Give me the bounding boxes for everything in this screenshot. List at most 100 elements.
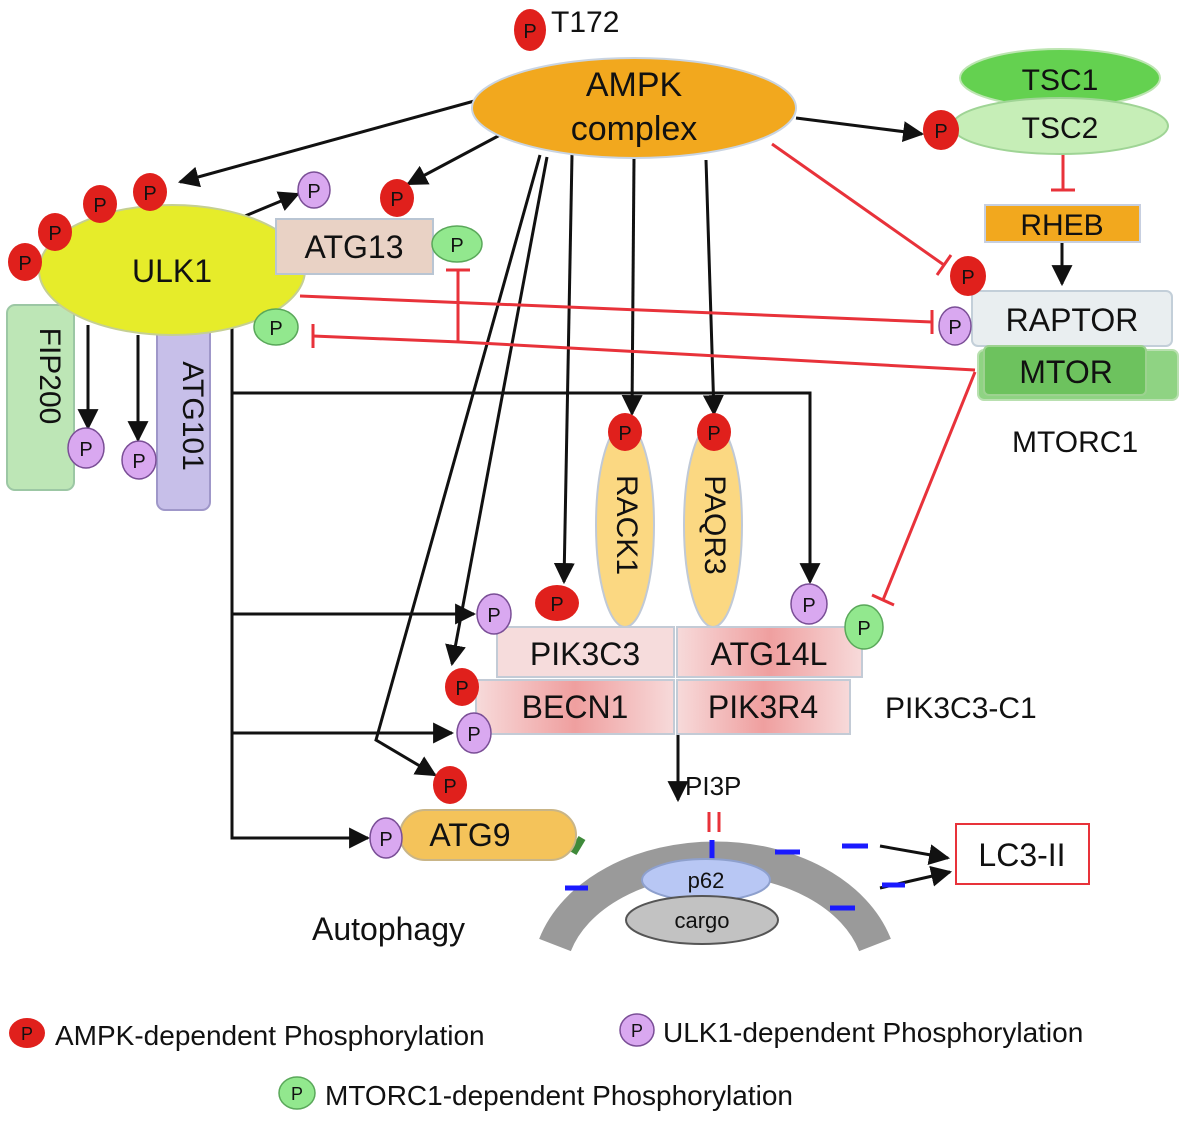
- arrow-ampk-paqr3: [702, 159, 724, 417]
- svg-text:P: P: [487, 605, 500, 627]
- svg-text:P: P: [948, 317, 961, 339]
- svg-text:P: P: [132, 451, 145, 473]
- inhibit-mtor-atg14l: [881, 371, 977, 601]
- svg-text:P: P: [79, 439, 92, 461]
- atg9-ulk1-phospho: P: [369, 817, 403, 859]
- atg101: ATG101: [156, 321, 211, 511]
- svg-text:RHEB: RHEB: [1020, 209, 1103, 242]
- svg-text:ULK1: ULK1: [132, 253, 212, 289]
- atg14l-mtorc1-phospho: P: [844, 604, 884, 650]
- arrow-ampk-pik3c3: [553, 154, 575, 585]
- atg13: ATG13: [275, 218, 434, 275]
- svg-text:ATG9: ATG9: [429, 817, 510, 853]
- t172-label: T172: [551, 6, 619, 39]
- ampk-t172-phospho: P: [514, 9, 546, 51]
- atg14l: [676, 626, 863, 678]
- svg-text:LC3-II: LC3-II: [978, 837, 1065, 873]
- legend-ulk1: P ULK1-dependent Phosphorylation: [619, 1013, 1083, 1048]
- pik3c3-ulk1-phospho: P: [476, 593, 512, 635]
- p62: p62: [641, 858, 771, 902]
- svg-text:ULK1-dependent Phosphorylation: ULK1-dependent Phosphorylation: [663, 1017, 1083, 1048]
- ampk-label-line2: complex: [571, 110, 698, 148]
- arrow-ampk-ulk1: [177, 98, 479, 188]
- svg-text:ATG14L: ATG14L: [711, 636, 828, 672]
- inhibit-ampk-mtorc1: [771, 142, 945, 267]
- activation-arrows: [77, 98, 1073, 890]
- cargo: cargo: [625, 895, 779, 945]
- pi3p-label: PI3P: [685, 771, 741, 801]
- svg-text:P: P: [379, 829, 392, 851]
- mtor-label: MTOR: [1019, 354, 1113, 390]
- svg-text:FIP200: FIP200: [33, 328, 66, 425]
- atg14l-ulk1-phospho: P: [790, 583, 828, 625]
- svg-text:P: P: [21, 1024, 33, 1044]
- svg-text:P: P: [631, 1021, 643, 1041]
- atg13-mtorc1-phospho: P: [431, 225, 483, 263]
- svg-text:P: P: [443, 776, 456, 798]
- svg-text:P: P: [291, 1084, 303, 1104]
- svg-text:P: P: [93, 195, 106, 217]
- pik3c3: [496, 626, 675, 678]
- svg-text:P: P: [18, 253, 31, 275]
- svg-text:PIK3C3: PIK3C3: [530, 636, 640, 672]
- arrow-ampk-atg13: [406, 133, 501, 186]
- svg-text:cargo: cargo: [674, 908, 729, 933]
- arrow-ampk-tsc2: [795, 116, 925, 143]
- rack1-ampk-phospho: P: [608, 413, 642, 451]
- legend-ampk: P AMPK-dependent Phosphorylation: [9, 1018, 485, 1051]
- svg-text:P: P: [455, 678, 468, 700]
- ampk-complex: AMPK complex: [471, 57, 797, 159]
- pik3r4: [676, 679, 851, 735]
- tsc2-phospho: P: [923, 110, 959, 150]
- svg-text:RACK1: RACK1: [610, 475, 643, 575]
- mtorc1-label: MTORC1: [1012, 426, 1138, 459]
- svg-text:P: P: [934, 121, 947, 143]
- paqr3: PAQR3: [683, 422, 743, 628]
- paqr3-ampk-phospho: P: [697, 413, 731, 451]
- mtorc1-complex: RAPTOR MTOR: [971, 290, 1179, 401]
- arrow-ulk1-atg14l: [232, 391, 821, 585]
- inhibit-mtor-ulk1: [312, 334, 976, 372]
- svg-text:P: P: [802, 595, 815, 617]
- svg-text:AMPK-dependent Phosphorylation: AMPK-dependent Phosphorylation: [55, 1020, 485, 1051]
- inhibition-lines: [299, 142, 1075, 607]
- pik3c3-c1-complex: PIK3C3 ATG14L BECN1 PIK3R4: [475, 626, 863, 735]
- raptor-ampk-phospho: P: [950, 256, 986, 296]
- pik3c3-ampk-phospho: P: [535, 585, 579, 621]
- fip200-ulk1-phospho: P: [67, 427, 105, 469]
- atg9: ATG9: [399, 809, 577, 861]
- arrow-ampk-becn1: [445, 156, 549, 667]
- atg13-ampk-phospho: P: [380, 179, 414, 217]
- svg-text:PAQR3: PAQR3: [698, 475, 731, 574]
- svg-text:P: P: [269, 318, 282, 340]
- svg-text:ATG13: ATG13: [305, 229, 404, 265]
- svg-text:P: P: [523, 21, 536, 43]
- rack1: RACK1: [595, 422, 655, 628]
- arrow-ulk1-atg9: [230, 318, 371, 849]
- becn1-ampk-phospho: P: [445, 668, 479, 706]
- lc3-ii: LC3-II: [955, 823, 1090, 885]
- raptor-label: RAPTOR: [1006, 302, 1139, 338]
- svg-text:P: P: [390, 189, 403, 211]
- legend: P AMPK-dependent Phosphorylation P ULK1-…: [9, 1013, 1083, 1111]
- svg-text:BECN1: BECN1: [522, 689, 629, 725]
- becn1: [475, 679, 675, 735]
- raptor-ulk1-phospho: P: [938, 306, 972, 346]
- arrow-ampk-rack1: [621, 157, 643, 417]
- svg-text:ATG101: ATG101: [176, 361, 209, 471]
- svg-text:P: P: [307, 181, 320, 203]
- svg-text:P: P: [857, 618, 870, 640]
- svg-text:MTORC1-dependent Phosphorylati: MTORC1-dependent Phosphorylation: [325, 1080, 793, 1111]
- arrow-ampk-atg9: [374, 154, 542, 777]
- lc3-marks: [565, 840, 905, 911]
- svg-text:P: P: [618, 423, 631, 445]
- ampk-label-line1: AMPK: [586, 66, 683, 104]
- svg-text:TSC2: TSC2: [1022, 112, 1099, 145]
- svg-text:P: P: [467, 724, 480, 746]
- svg-text:P: P: [707, 423, 720, 445]
- becn1-ulk1-phospho: P: [456, 712, 492, 754]
- pik3c3-c1-label: PIK3C3-C1: [885, 692, 1037, 725]
- tsc1: TSC1: [959, 48, 1161, 108]
- svg-text:P: P: [450, 235, 463, 257]
